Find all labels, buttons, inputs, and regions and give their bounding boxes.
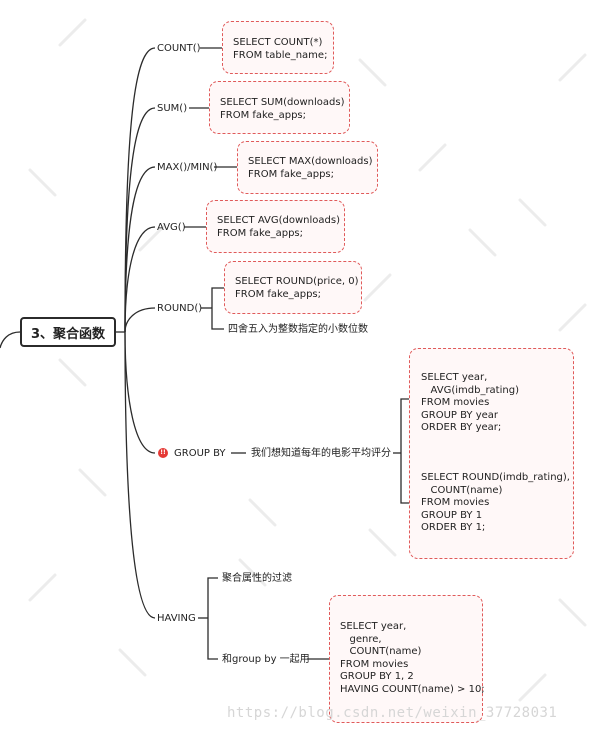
branch-avg-label[interactable]: AVG() bbox=[157, 222, 186, 233]
branch-sum-label[interactable]: SUM() bbox=[157, 103, 188, 114]
groupby-note: 我们想知道每年的电影平均评分 bbox=[251, 448, 391, 459]
root-title: 3、聚合函数 bbox=[30, 326, 106, 342]
groupby-code-box: SELECT year, AVG(imdb_rating) FROM movie… bbox=[409, 348, 574, 559]
having-sub-filter: 聚合属性的过滤 bbox=[222, 573, 292, 584]
round-code-box: SELECT ROUND(price, 0) FROM fake_apps; bbox=[224, 261, 362, 314]
branch-having-label[interactable]: HAVING bbox=[157, 613, 196, 624]
branch-groupby-label[interactable]: GROUP BY bbox=[174, 448, 226, 459]
having-sub-groupby: 和group by 一起用 bbox=[222, 654, 310, 665]
root-node[interactable]: 3、聚合函数 bbox=[20, 317, 116, 347]
branch-round-label[interactable]: ROUND() bbox=[157, 303, 203, 314]
count-code-box: SELECT COUNT(*) FROM table_name; bbox=[222, 21, 334, 74]
watermark-url: https://blog.csdn.net/weixin_37728031 bbox=[227, 705, 558, 721]
branch-count-label[interactable]: COUNT() bbox=[157, 43, 201, 54]
avg-code-box: SELECT AVG(downloads) FROM fake_apps; bbox=[206, 200, 345, 253]
maxmin-code-box: SELECT MAX(downloads) FROM fake_apps; bbox=[237, 141, 378, 194]
sum-code-box: SELECT SUM(downloads) FROM fake_apps; bbox=[209, 81, 350, 134]
round-note: 四舍五入为整数指定的小数位数 bbox=[228, 324, 368, 335]
priority-badge-icon: !! bbox=[158, 448, 168, 458]
branch-maxmin-label[interactable]: MAX()/MIN() bbox=[157, 162, 218, 173]
having-code-box: SELECT year, genre, COUNT(name) FROM mov… bbox=[329, 595, 485, 723]
